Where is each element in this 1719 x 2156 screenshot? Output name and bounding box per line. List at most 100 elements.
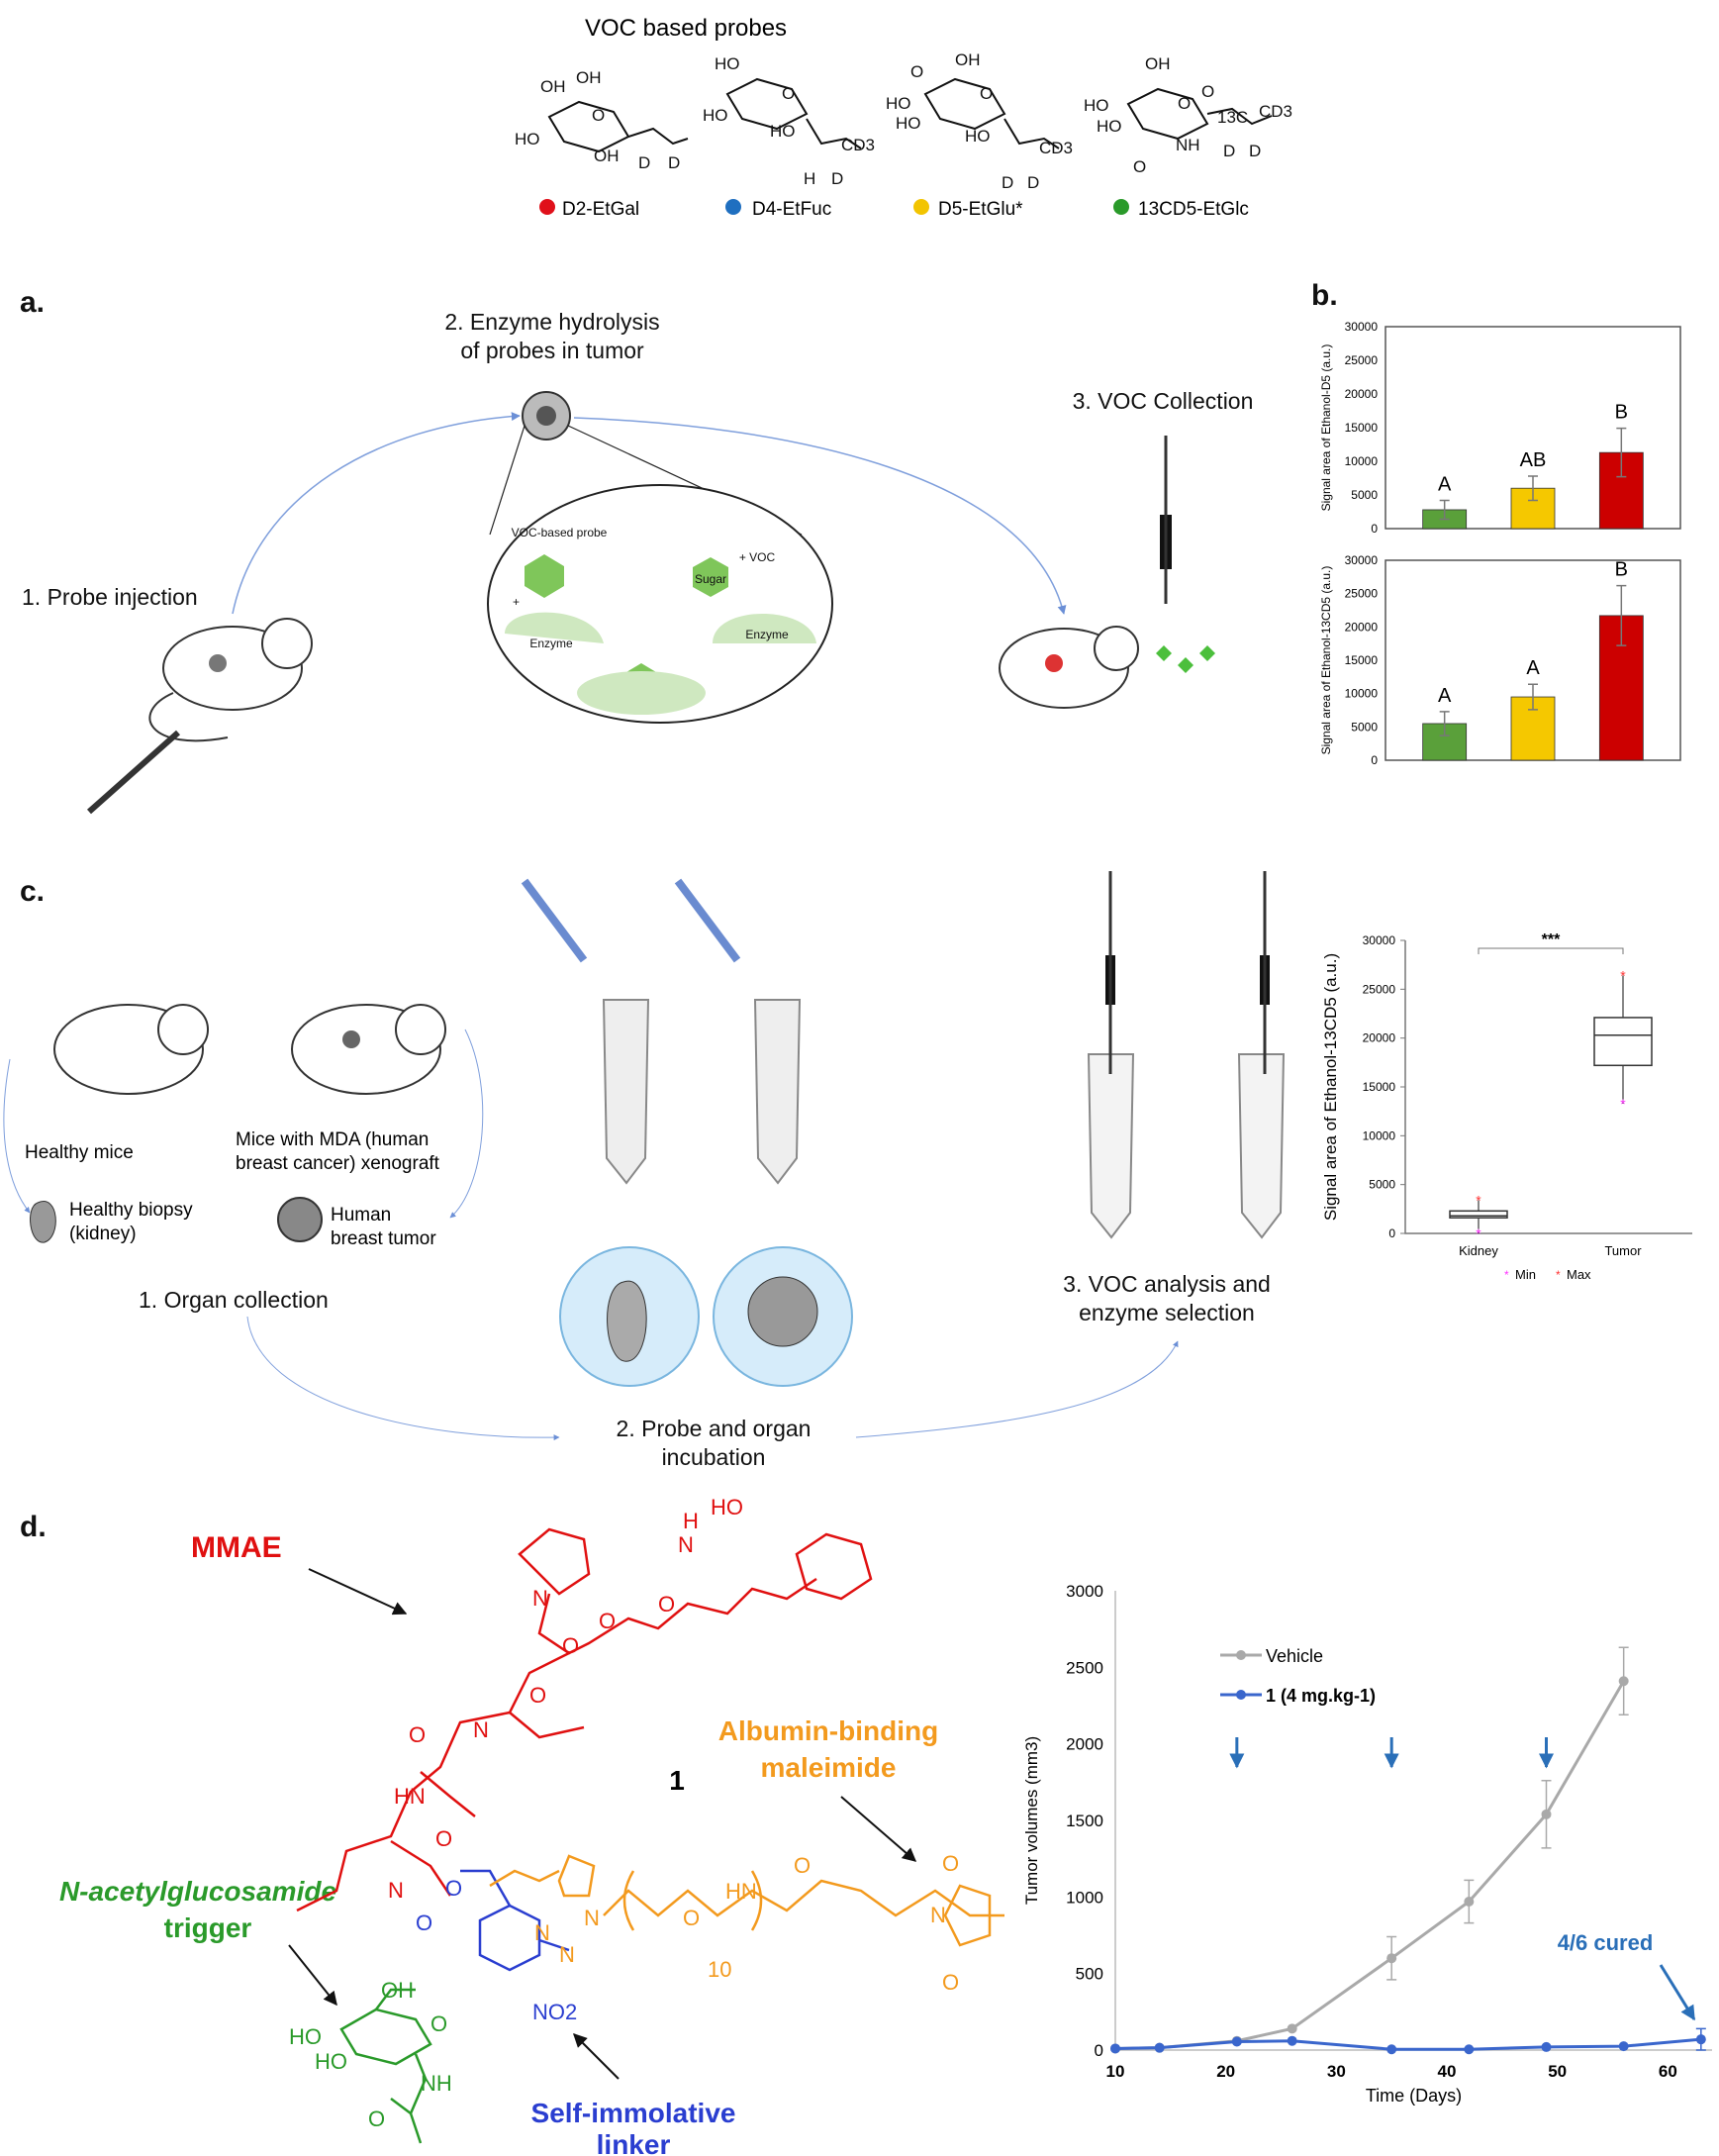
svg-text:HO: HO <box>711 1495 743 1519</box>
incubation-title-line1: 2. Probe and organ <box>617 1416 812 1441</box>
svg-text:O: O <box>658 1592 675 1617</box>
legend-marker: * <box>1556 1268 1561 1282</box>
syringe-icon-2 <box>674 878 741 963</box>
probe-sugar-icon <box>525 554 564 598</box>
glcnac-ring-structure <box>1126 87 1209 141</box>
error-bar <box>1528 475 1538 502</box>
svg-text:O: O <box>368 2107 385 2131</box>
x-tick-label: 40 <box>1438 2062 1457 2081</box>
significance-letter: B <box>1615 559 1628 581</box>
enzyme-complex <box>577 671 706 715</box>
svg-text:OH: OH <box>594 147 620 165</box>
svg-text:O: O <box>683 1906 700 1930</box>
panel-b-label: b. <box>1311 279 1338 312</box>
svg-text:N: N <box>473 1717 489 1742</box>
svg-text:O: O <box>529 1683 546 1708</box>
step2-title-line2: of probes in tumor <box>460 338 644 363</box>
y-axis-label: Signal area of Ethanol-13CD5 (a.u.) <box>1321 953 1340 1221</box>
svg-text:D: D <box>831 169 843 188</box>
linker-label-line1: Self-immolative <box>531 2098 736 2128</box>
tumor-label-line1: Human <box>331 1205 391 1225</box>
error-bar <box>1528 683 1538 711</box>
axes <box>1114 1591 1712 2051</box>
svg-text:+: + <box>513 595 520 609</box>
data-point <box>1231 2036 1242 2047</box>
trigger-label-line1: N-acetylglucosamide <box>59 1876 336 1907</box>
voc-analysis-tubes-illustration <box>1087 871 1286 1239</box>
legend-dot-gal <box>539 199 555 215</box>
incubation-tubes-illustration <box>521 878 853 1387</box>
legend-marker <box>1236 1690 1246 1700</box>
inset-sugar-label: Sugar <box>695 572 726 586</box>
legend-label-glu: D5-EtGlu* <box>938 199 1023 220</box>
svg-text:OH: OH <box>381 1978 414 2003</box>
y-tick-label: 10000 <box>1363 1128 1396 1142</box>
svg-text:O: O <box>942 1970 959 1995</box>
svg-text:10: 10 <box>708 1957 731 1982</box>
y-tick-label: 2000 <box>1066 1735 1103 1754</box>
flow-arrow-2 <box>573 417 1067 615</box>
voc-analysis-title-line2: enzyme selection <box>1079 1300 1255 1325</box>
significance-letter: A <box>1438 685 1452 707</box>
structure-atom-labels: HO N H N O O O O N HN O N O O O NO2 N N … <box>289 1495 959 2131</box>
glucose-linker <box>1003 118 1060 149</box>
x-axis-label: Time (Days) <box>1366 2086 1462 2106</box>
svg-text:O: O <box>1201 82 1214 101</box>
svg-text:O: O <box>794 1853 811 1878</box>
significance-letter: A <box>1526 657 1540 679</box>
y-tick-label: 25000 <box>1345 353 1379 367</box>
svg-text:O: O <box>435 1826 452 1851</box>
trigger-label-line2: trigger <box>164 1912 252 1943</box>
svg-text:NH: NH <box>421 2071 452 2096</box>
albumin-label-line2: maleimide <box>761 1752 897 1783</box>
data-point <box>1464 2044 1475 2055</box>
y-tick-label: 3000 <box>1066 1582 1103 1601</box>
syringe-icon <box>87 730 180 815</box>
significance-stars: *** <box>1542 931 1561 948</box>
cured-arrow <box>1659 1964 1696 2021</box>
y-tick-label: 1500 <box>1066 1812 1103 1830</box>
data-point <box>1618 1676 1629 1687</box>
probes-title: VOC based probes <box>585 15 787 42</box>
legend-label-fuc: D4-EtFuc <box>752 199 831 220</box>
y-tick-label: 15000 <box>1363 1080 1396 1094</box>
min-marker: * <box>1620 1096 1626 1112</box>
y-tick-label: 25000 <box>1345 587 1379 601</box>
svg-text:OH: OH <box>576 68 602 87</box>
svg-text:CD3: CD3 <box>1039 139 1073 157</box>
svg-text:O: O <box>1178 94 1191 113</box>
svg-text:13C: 13C <box>1217 108 1248 127</box>
svg-text:NO2: NO2 <box>532 2000 577 2024</box>
tumor-biopsy-icon <box>277 1197 323 1242</box>
svg-text:HO: HO <box>896 114 921 133</box>
y-tick-label: 25000 <box>1363 982 1396 996</box>
svg-text:HO: HO <box>703 106 728 125</box>
inset-enzyme-label-2: Enzyme <box>745 628 789 641</box>
linker-structure <box>460 1869 570 1972</box>
panel-d: d. MMAE Albumin-binding maleimide N-acet… <box>20 1495 1004 2156</box>
series-line <box>1114 1680 1625 2050</box>
svg-text:HO: HO <box>1097 117 1122 136</box>
legend-dot-fuc <box>725 199 741 215</box>
y-tick-label: 10000 <box>1345 687 1379 701</box>
xenograft-label-line2: breast cancer) xenograft <box>236 1153 440 1174</box>
svg-text:HN: HN <box>725 1879 757 1904</box>
healthy-mice-label: Healthy mice <box>25 1142 134 1163</box>
y-tick-label: 20000 <box>1345 387 1379 401</box>
tumor-label-line2: breast tumor <box>331 1228 436 1249</box>
svg-text:HO: HO <box>289 2024 322 2049</box>
x-tick-label: Tumor <box>1604 1243 1642 1258</box>
x-tick-label: 10 <box>1106 2062 1125 2081</box>
data-point <box>1695 2034 1706 2045</box>
svg-text:O: O <box>782 84 795 103</box>
fucose-ring-structure <box>725 77 809 131</box>
voc-analysis-title-line1: 3. VOC analysis and <box>1063 1271 1271 1297</box>
mouse-injection-illustration <box>87 618 313 815</box>
svg-text:O: O <box>562 1633 579 1658</box>
svg-text:CD3: CD3 <box>841 136 875 154</box>
svg-text:HO: HO <box>1084 96 1109 115</box>
y-tick-label: 5000 <box>1351 488 1378 502</box>
legend-label: Min <box>1515 1267 1536 1282</box>
xenograft-mouse-illustration <box>291 1004 484 1219</box>
